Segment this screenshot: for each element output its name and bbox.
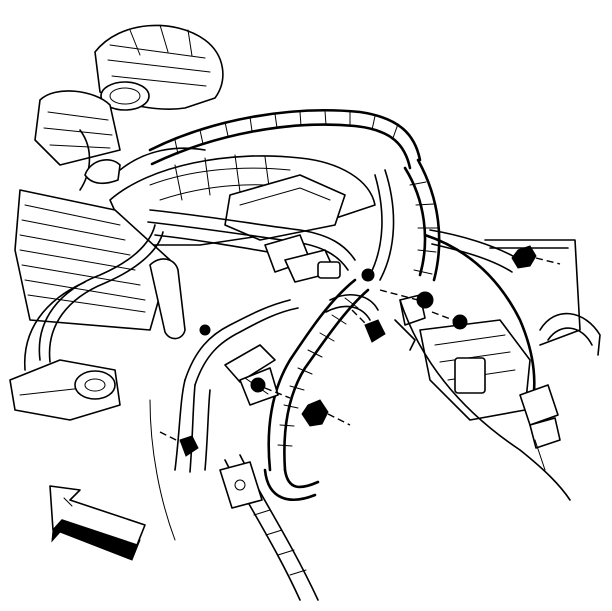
body-panel-lines bbox=[150, 300, 570, 540]
fastener-small-upper bbox=[200, 269, 374, 335]
dipstick-tube bbox=[150, 259, 185, 339]
left-tube-bundle bbox=[25, 225, 163, 370]
cable-clamp-upper bbox=[326, 295, 378, 320]
upper-right-harness-branch bbox=[430, 230, 520, 272]
upper-hose bbox=[85, 148, 205, 183]
center-harness-clip bbox=[225, 345, 278, 405]
fastener-nut-top-right bbox=[512, 246, 560, 268]
fastener-bolt-right-2 bbox=[432, 312, 467, 329]
connector-cluster bbox=[265, 235, 340, 282]
intake-manifold bbox=[110, 155, 375, 245]
throttle-body bbox=[35, 91, 120, 190]
fastener-bolt-left bbox=[160, 432, 198, 456]
right-connector bbox=[520, 385, 560, 470]
center-tube-bundle bbox=[175, 300, 298, 472]
valve-cover bbox=[15, 190, 170, 330]
lower-bracket bbox=[220, 462, 262, 508]
main-wiring-harness bbox=[150, 110, 439, 280]
front-direction-arrow-icon bbox=[50, 486, 145, 560]
alternator bbox=[95, 25, 223, 110]
fastener-bolt-center-right bbox=[352, 310, 385, 342]
lower-harness-branch bbox=[265, 280, 368, 500]
left-bracket-assembly bbox=[10, 360, 120, 420]
fastener-bolt-right-1 bbox=[380, 290, 433, 308]
fastener-nut-center bbox=[302, 400, 350, 426]
fastener-bolt-mid bbox=[251, 378, 290, 398]
